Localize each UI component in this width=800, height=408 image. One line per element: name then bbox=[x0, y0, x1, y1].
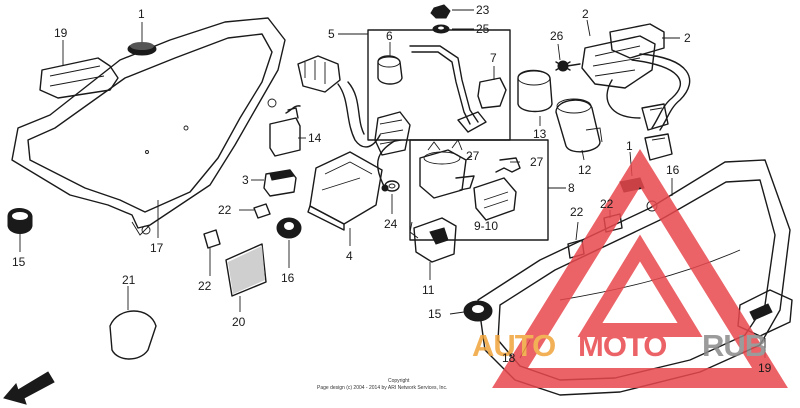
starter-solenoid-group bbox=[409, 139, 549, 241]
emblem-21 bbox=[109, 310, 157, 360]
callout-3: 3 bbox=[242, 173, 249, 187]
watermark-text-auto: AUTO bbox=[472, 328, 555, 363]
callout-2-top: 2 bbox=[582, 7, 589, 21]
left-side-cover-frame bbox=[11, 17, 286, 236]
callout-1: 1 bbox=[138, 7, 145, 21]
callout-21: 21 bbox=[122, 273, 136, 287]
callout-13: 13 bbox=[533, 127, 547, 141]
callout-26: 26 bbox=[550, 29, 564, 43]
callout-17: 17 bbox=[150, 241, 164, 255]
caution-label-20 bbox=[225, 243, 267, 297]
watermark-text-rub: RUB bbox=[702, 328, 766, 363]
callout-5: 5 bbox=[328, 27, 335, 41]
callout-2-right: 2 bbox=[684, 31, 691, 45]
callout-15-right: 15 bbox=[428, 307, 442, 321]
callout-1-right: 1 bbox=[626, 139, 633, 153]
callout-16-right: 16 bbox=[666, 163, 680, 177]
watermark-logo: AUTO MOTO RUB bbox=[472, 149, 788, 388]
callout-18: 18 bbox=[502, 351, 516, 365]
callout-27-a: 27 bbox=[466, 149, 480, 163]
clip-22a bbox=[253, 203, 271, 219]
callout-16-left: 16 bbox=[281, 271, 295, 285]
callout-6: 6 bbox=[386, 29, 393, 43]
relay-3 bbox=[263, 169, 297, 197]
callout-25: 25 bbox=[476, 22, 490, 36]
grommet-1 bbox=[127, 42, 157, 56]
callout-11: 11 bbox=[422, 283, 435, 297]
callout-8: 8 bbox=[568, 181, 575, 195]
cdi-unit bbox=[307, 139, 397, 231]
bolt-26 bbox=[555, 60, 581, 72]
regulator-rectifier bbox=[581, 23, 691, 161]
callout-4: 4 bbox=[346, 249, 353, 263]
grommet-15b bbox=[463, 300, 493, 322]
nut-23 bbox=[430, 4, 451, 19]
copyright-line-1: Copyright bbox=[388, 378, 410, 384]
grommet-16 bbox=[276, 217, 302, 239]
callout-22-bottom: 22 bbox=[198, 279, 212, 293]
callout-27-b: 27 bbox=[530, 155, 544, 169]
nut-24 bbox=[384, 180, 400, 192]
callout-24: 24 bbox=[384, 217, 398, 231]
copyright-notice: Copyright Page design (c) 2004 - 2014 by… bbox=[317, 378, 447, 391]
callout-14: 14 bbox=[308, 131, 322, 145]
callout-23: 23 bbox=[476, 3, 490, 17]
forward-direction-arrow: FWD bbox=[3, 371, 55, 405]
callout-7: 7 bbox=[490, 51, 497, 65]
callout-15-left: 15 bbox=[12, 255, 26, 269]
callout-20: 20 bbox=[232, 315, 246, 329]
mounting-bracket-19 bbox=[39, 57, 119, 99]
washer-25 bbox=[432, 24, 450, 34]
callout-9-10: 9-10 bbox=[474, 219, 498, 233]
callout-22-mid: 22 bbox=[570, 205, 584, 219]
callout-22-left: 22 bbox=[218, 203, 232, 217]
relay-13 bbox=[517, 69, 553, 113]
callout-labels: 1 19 5 6 7 23 25 2 2 26 13 14 3 22 15 17… bbox=[12, 3, 772, 375]
callout-22-right: 22 bbox=[600, 197, 614, 211]
relay-bracket-group bbox=[297, 29, 511, 156]
callout-19: 19 bbox=[54, 26, 68, 40]
callout-12: 12 bbox=[578, 163, 592, 177]
callout-19-right: 19 bbox=[758, 361, 772, 375]
clip-22b bbox=[203, 229, 221, 249]
grommet-15 bbox=[7, 208, 33, 234]
condenser-12 bbox=[555, 98, 603, 153]
switch-11 bbox=[409, 217, 457, 263]
watermark-text-moto: MOTO bbox=[578, 328, 666, 363]
copyright-line-2: Page design (c) 2004 - 2014 by ARI Netwo… bbox=[317, 385, 447, 391]
relay-14 bbox=[269, 105, 301, 157]
